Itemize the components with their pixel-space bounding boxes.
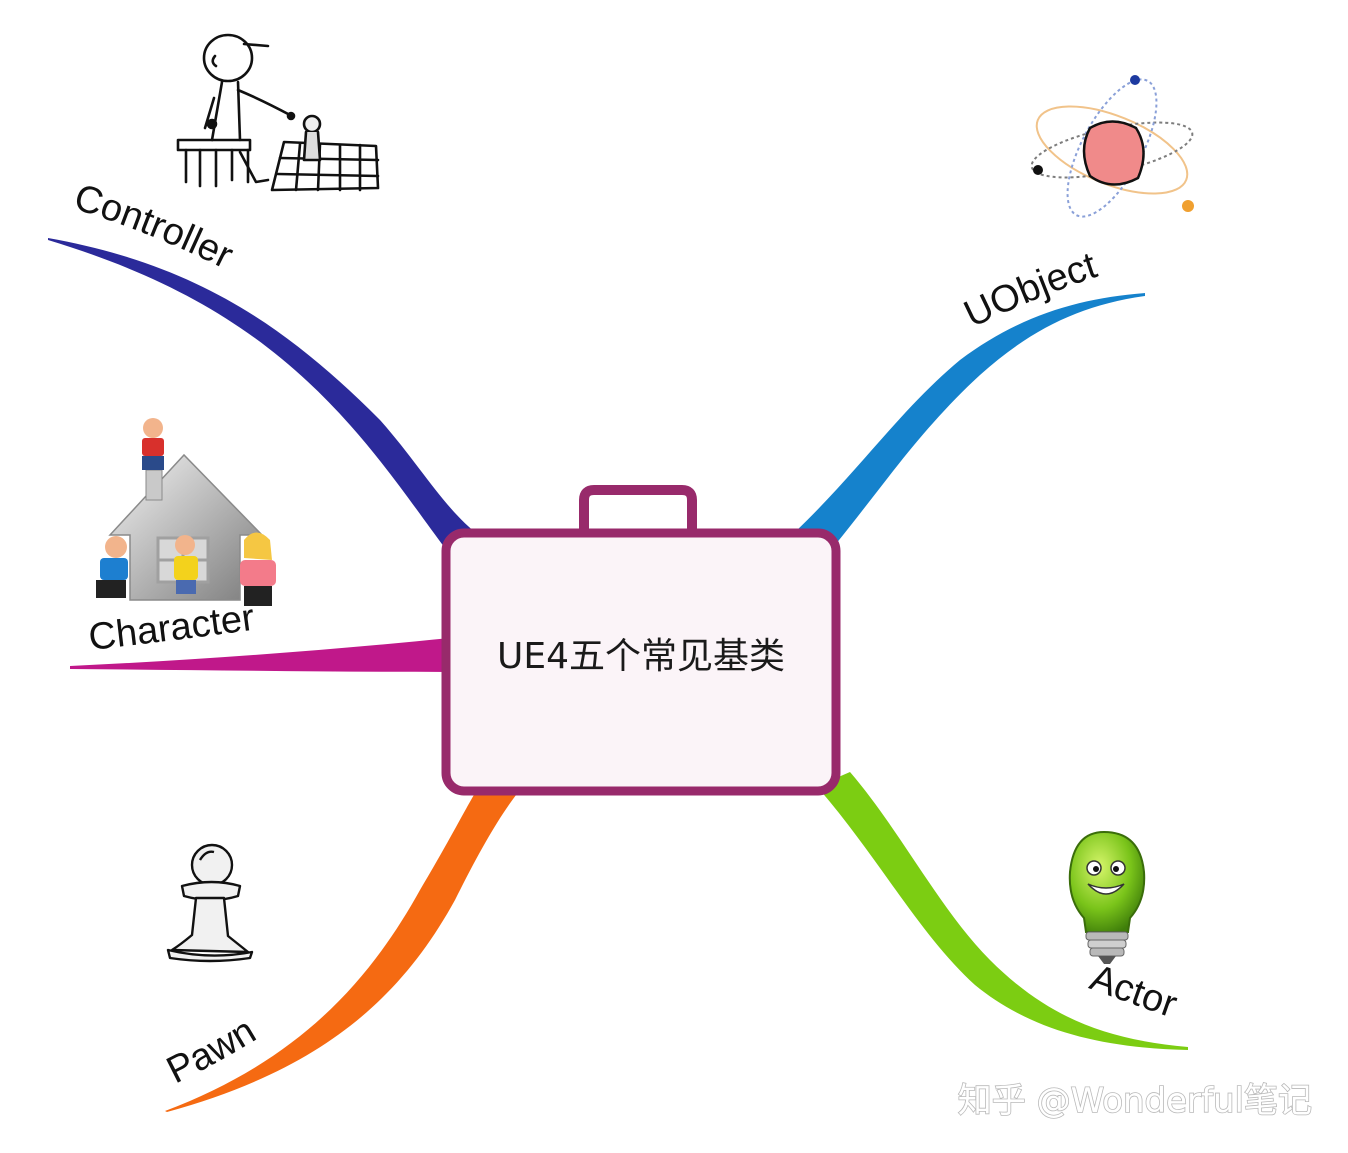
character-label: Character	[86, 597, 257, 659]
central-topic: UE4五个常见基类	[441, 485, 841, 796]
pawn-chess-piece-icon	[166, 843, 254, 963]
pawn-branch	[165, 785, 520, 1112]
character-branch	[70, 638, 450, 672]
actor-branch	[820, 772, 1188, 1050]
atom-icon	[1030, 75, 1194, 218]
controller-branch	[48, 238, 480, 548]
watermark-text: 知乎 @Wonderful笔记	[958, 1081, 1312, 1121]
house-with-people-icon	[96, 418, 276, 606]
actor-label: Actor	[1085, 957, 1183, 1026]
smiling-lightbulb-icon	[1068, 830, 1146, 964]
uobject-branch	[795, 293, 1145, 545]
controller-label: Controller	[69, 177, 239, 278]
central-topic-label: UE4五个常见基类	[497, 636, 785, 677]
briefcase-icon	[441, 485, 841, 796]
player-at-chessboard-icon	[176, 33, 380, 192]
